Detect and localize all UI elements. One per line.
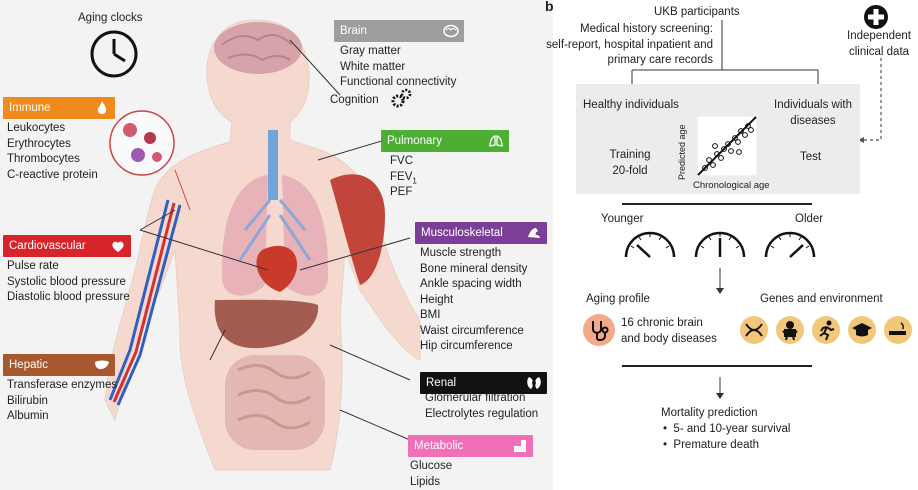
list-item: C-reactive protein bbox=[7, 168, 98, 181]
list-item: Diastolic blood pressure bbox=[7, 291, 130, 303]
brain-icon bbox=[443, 24, 459, 38]
metabolic-list: Glucose Lipids bbox=[410, 459, 452, 490]
immune-header: Immune bbox=[3, 97, 115, 119]
gears-icon bbox=[391, 88, 412, 108]
stethoscope-circle bbox=[583, 314, 615, 346]
list-item: Functional connectivity bbox=[340, 76, 457, 88]
brain-title: Brain bbox=[340, 25, 367, 37]
divider bbox=[622, 365, 812, 367]
list-item: Hip circumference bbox=[420, 340, 513, 352]
list-item: Height bbox=[420, 293, 454, 306]
aging-profile-label: Aging profile bbox=[586, 293, 650, 305]
list-item: White matter bbox=[340, 60, 406, 73]
diseases-text: 16 chronic brain and body diseases bbox=[621, 317, 717, 345]
predicted-age-label: Predicted age bbox=[677, 124, 687, 180]
list-item: • Premature death bbox=[663, 438, 760, 451]
lungs-icon bbox=[489, 135, 503, 147]
body-illustration bbox=[104, 19, 421, 471]
aging-clocks-label: Aging clocks bbox=[78, 12, 143, 24]
mortality-prediction-label: Mortality prediction bbox=[661, 407, 758, 419]
musculoskeletal-header: Musculoskeletal bbox=[415, 222, 547, 244]
list-item: Systolic blood pressure bbox=[7, 275, 126, 288]
divider bbox=[622, 203, 812, 205]
pulmonary-header: Pulmonary bbox=[381, 130, 509, 152]
older-label: Older bbox=[795, 213, 824, 225]
test-label: Test bbox=[800, 151, 822, 163]
younger-label: Younger bbox=[601, 213, 644, 225]
flow-connectors bbox=[631, 20, 882, 399]
cardiovascular-title: Cardiovascular bbox=[9, 240, 86, 252]
heart-icon bbox=[112, 241, 124, 252]
cognition-label: Cognition bbox=[330, 94, 379, 106]
list-item: Transferase enzymes bbox=[7, 379, 118, 391]
screening-text: Medical history screening: self-report, … bbox=[546, 23, 713, 66]
list-item: Bilirubin bbox=[7, 394, 48, 407]
list-item: BMI bbox=[420, 309, 441, 321]
dna-icon bbox=[740, 316, 768, 344]
list-item: Waist circumference bbox=[420, 324, 524, 337]
brain-list: Gray matter White matter Functional conn… bbox=[340, 44, 456, 91]
graduation-cap-icon bbox=[848, 316, 876, 344]
bullet: • bbox=[663, 438, 668, 451]
musculoskeletal-list: Muscle strength Bone mineral density Ank… bbox=[420, 246, 527, 355]
immune-title: Immune bbox=[9, 102, 51, 114]
renal-header: Renal bbox=[420, 372, 547, 394]
pulmonary-title: Pulmonary bbox=[387, 135, 442, 147]
muscle-icon bbox=[528, 228, 540, 238]
musculoskeletal-title: Musculoskeletal bbox=[421, 227, 503, 239]
plus-cross-icon bbox=[864, 5, 888, 29]
list-item: FEV1 bbox=[390, 170, 417, 185]
list-item: Glomerular filtration bbox=[425, 392, 526, 404]
metabolic-title: Metabolic bbox=[414, 440, 464, 452]
diseased-individuals-label: Individuals with diseases bbox=[774, 99, 852, 127]
genes-environment-label: Genes and environment bbox=[760, 293, 883, 305]
smoking-icon bbox=[884, 316, 912, 344]
panel-label-b: b bbox=[545, 0, 554, 14]
independent-clinical-data: Independent clinical data bbox=[847, 30, 911, 58]
cardiovascular-header: Cardiovascular bbox=[3, 235, 131, 257]
hepatic-list: Transferase enzymes Bilirubin Albumin bbox=[7, 378, 117, 425]
list-item: • 5- and 10-year survival bbox=[663, 423, 791, 435]
clock-icon bbox=[90, 30, 138, 78]
renal-list: Glomerular filtration Electrolytes regul… bbox=[425, 391, 538, 422]
aging-gauges bbox=[624, 231, 816, 258]
list-item: Lipids bbox=[410, 475, 441, 488]
chronological-age-label: Chronological age bbox=[693, 180, 770, 191]
immune-list: Leukocytes Erythrocytes Thrombocytes C-r… bbox=[7, 121, 98, 183]
metabolic-header: Metabolic bbox=[408, 435, 533, 457]
list-item: Thrombocytes bbox=[7, 153, 80, 165]
running-icon bbox=[812, 316, 840, 344]
panel-a: Aging clocks Brain Gray matter White mat… bbox=[0, 0, 553, 490]
list-item: Pulse rate bbox=[7, 260, 59, 272]
list-item: Ankle spacing width bbox=[420, 278, 522, 290]
list-item: Leukocytes bbox=[7, 122, 66, 134]
baby-icon bbox=[776, 316, 804, 344]
list-item: Bone mineral density bbox=[420, 262, 528, 275]
list-item: Gray matter bbox=[340, 45, 401, 57]
bullet: • bbox=[663, 423, 668, 435]
list-item: PEF bbox=[390, 186, 413, 198]
list-item: Glucose bbox=[410, 460, 453, 472]
list-item: Electrolytes regulation bbox=[425, 407, 539, 420]
ukb-participants-label: UKB participants bbox=[654, 6, 740, 18]
hepatic-title: Hepatic bbox=[9, 359, 48, 371]
age-scatter-plot bbox=[697, 116, 757, 176]
hepatic-header: Hepatic bbox=[3, 354, 115, 376]
kidney-icon bbox=[527, 377, 541, 389]
food-icon bbox=[514, 440, 526, 452]
pulmonary-list: FVC FEV1 PEF bbox=[390, 154, 417, 201]
list-item: Erythrocytes bbox=[7, 137, 71, 150]
brain-header: Brain bbox=[334, 20, 464, 42]
list-item: Muscle strength bbox=[420, 247, 502, 259]
renal-title: Renal bbox=[426, 377, 457, 389]
liver-icon bbox=[95, 360, 109, 370]
fire-icon bbox=[97, 101, 107, 114]
list-item: FVC bbox=[390, 155, 413, 167]
list-item: Albumin bbox=[7, 410, 49, 422]
healthy-individuals-label: Healthy individuals bbox=[583, 99, 679, 111]
training-label: Training 20-fold bbox=[609, 149, 651, 177]
mortality-list: • 5- and 10-year survival • Premature de… bbox=[663, 422, 790, 453]
cardiovascular-list: Pulse rate Systolic blood pressure Diast… bbox=[7, 259, 130, 306]
stethoscope-icon bbox=[592, 321, 609, 342]
